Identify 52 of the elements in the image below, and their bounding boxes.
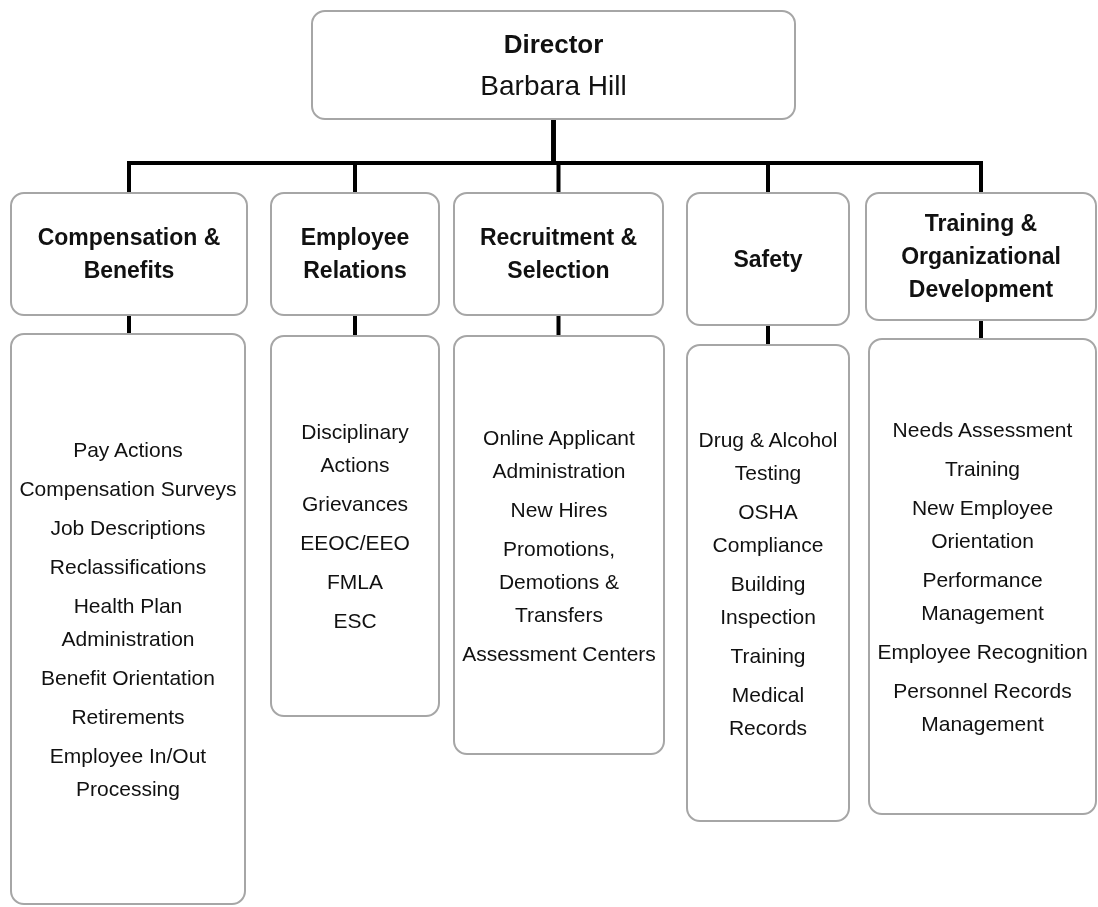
connector-line [127, 316, 131, 333]
function-item: ESC [332, 608, 378, 634]
department-name: Recruitment & Selection [478, 223, 639, 285]
function-list-box [453, 335, 665, 755]
role-title: Director [503, 28, 604, 60]
connector-line [551, 120, 983, 192]
function-item: Training [943, 456, 1022, 482]
department-box [453, 192, 664, 316]
department-name: Safety [732, 244, 804, 274]
function-item: Personnel Records Management [892, 678, 1073, 737]
department-name: Compensation & Benefits [36, 223, 222, 285]
department-box [686, 192, 850, 326]
connector-line [979, 321, 983, 338]
function-item: Building Inspection [719, 570, 817, 630]
person-name: Barbara Hill [480, 69, 627, 102]
function-item: Drug & Alcohol Testing [697, 426, 839, 486]
function-item: Needs Assessment [891, 417, 1074, 443]
department-box [10, 192, 248, 316]
function-item: Retirements [70, 704, 186, 730]
function-item: Online Applicant Administration [482, 424, 636, 484]
department-name: Employee Relations [299, 223, 411, 285]
function-item: Compensation Surveys [18, 476, 238, 502]
function-item: Medical Records [727, 681, 809, 741]
department-name: Training & Organizational Development [900, 209, 1062, 304]
function-item: Reclassifications [48, 554, 208, 580]
function-item: Disciplinary Actions [300, 419, 410, 478]
function-item: Job Descriptions [49, 515, 207, 541]
function-item: Benefit Orientation [40, 665, 216, 691]
function-item: Pay Actions [72, 437, 184, 463]
function-item: Performance Management [920, 567, 1045, 626]
function-item: New Hires [509, 496, 609, 523]
function-list-box [686, 344, 850, 822]
function-item: Training [729, 642, 807, 669]
function-item: Grievances [300, 491, 410, 517]
connector-line [766, 326, 770, 344]
connector-line [353, 316, 357, 335]
function-item: OSHA Compliance [711, 498, 825, 558]
function-item: EEOC/EEO [299, 530, 411, 556]
function-item: Employee In/Out Processing [48, 743, 208, 802]
function-list-box [10, 333, 246, 905]
function-item: New Employee Orientation [910, 495, 1055, 554]
function-list-box [868, 338, 1097, 815]
function-item: Employee Recognition [876, 639, 1089, 665]
function-item: Health Plan Administration [60, 593, 196, 652]
department-box [865, 192, 1097, 321]
function-item: FMLA [326, 569, 384, 595]
function-item: Promotions, Demotions & Transfers [497, 535, 621, 628]
function-list-box [270, 335, 440, 717]
department-box [270, 192, 440, 316]
function-item: Assessment Centers [461, 640, 657, 667]
title-box [311, 10, 796, 120]
connector-line [556, 316, 561, 335]
